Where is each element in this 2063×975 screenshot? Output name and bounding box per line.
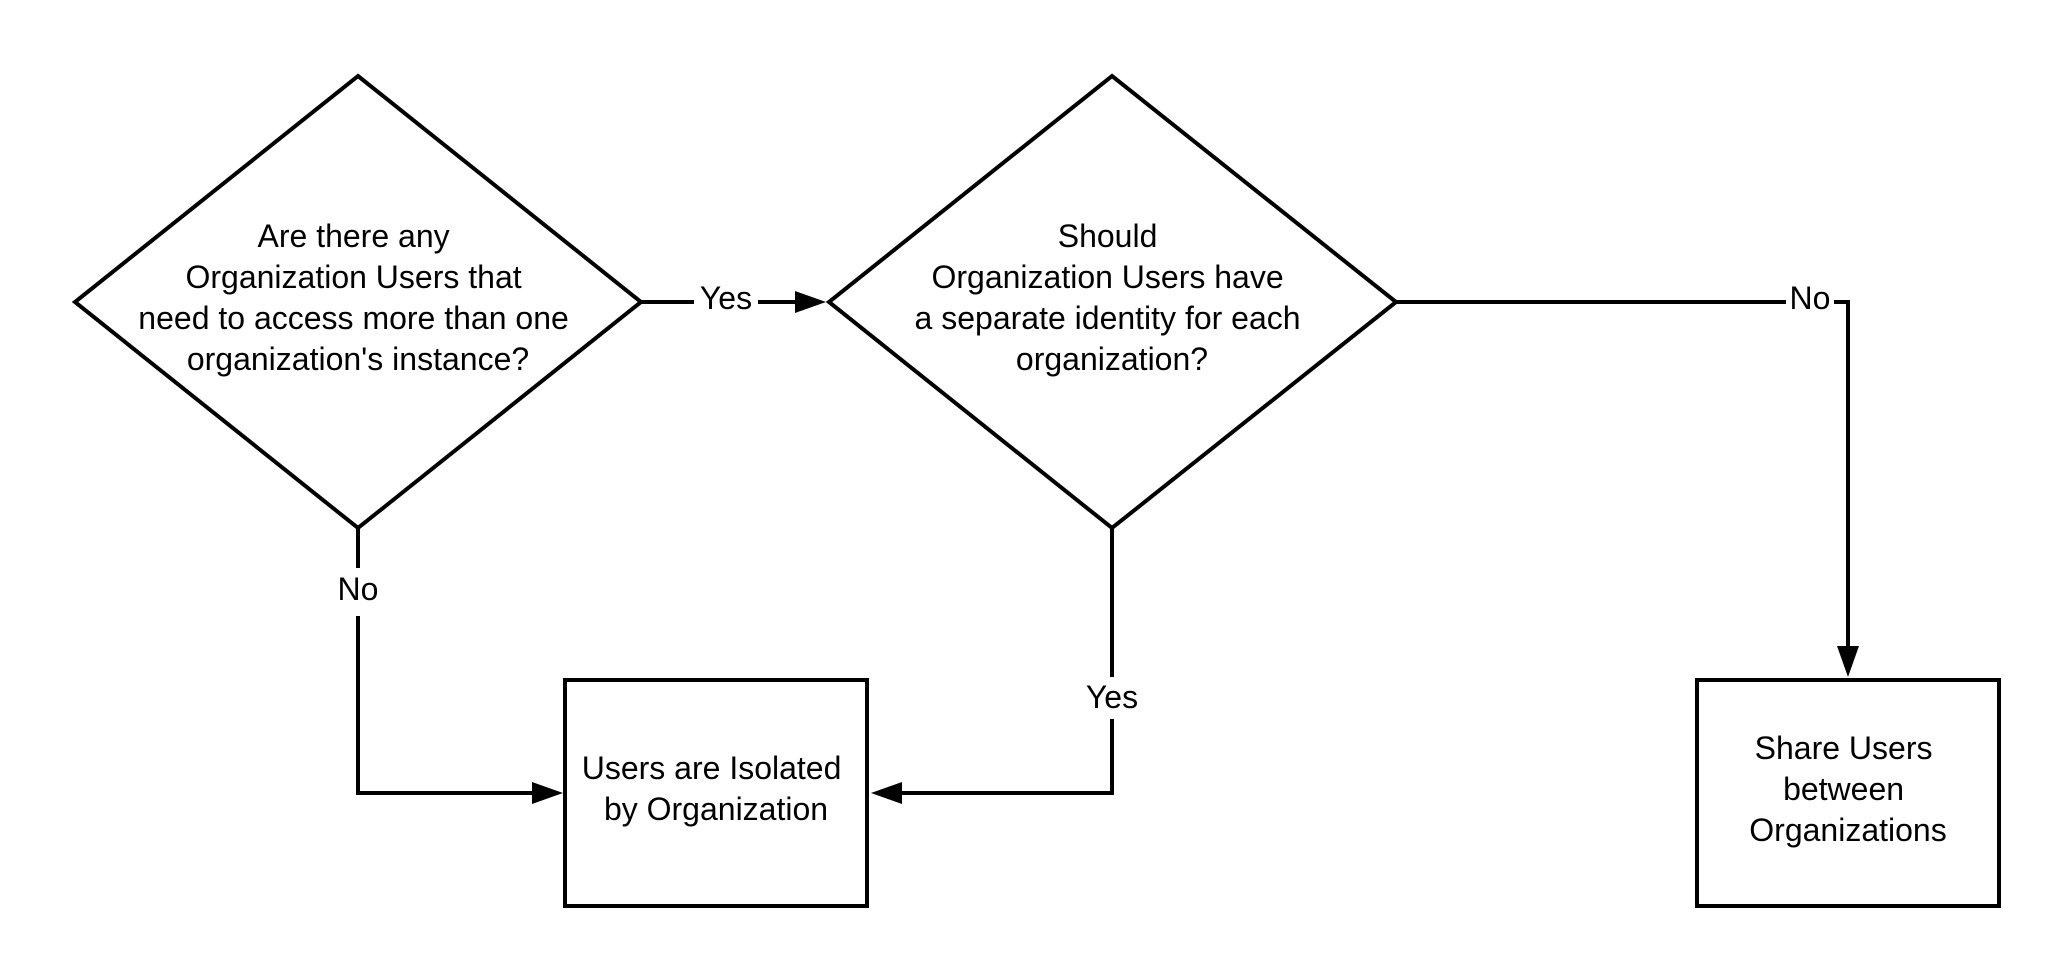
connector-multi-org-no	[356, 528, 535, 795]
outcome-box	[1695, 678, 2001, 908]
decision-line: need to access more than one	[138, 300, 569, 336]
arrowhead-identity-no	[1837, 646, 1859, 677]
arrowhead-multi-org-no	[532, 782, 563, 804]
outcome-text: Share Users between Organizations	[1749, 730, 1946, 848]
decision-line: organization?	[1016, 341, 1208, 377]
decision-text: Should Organization Users have a separat…	[915, 218, 1310, 377]
edge-label-multi-org-yes: Yes	[700, 280, 752, 316]
outcome-share-users: Share Users between Organizations	[1695, 678, 2001, 908]
outcome-box	[563, 678, 869, 908]
connector-identity-yes	[901, 528, 1114, 795]
decision-line: Are there any	[258, 218, 450, 254]
decision-separate-identity: Should Organization Users have a separat…	[825, 73, 1400, 531]
decision-text: Are there any Organization Users that ne…	[138, 218, 577, 377]
decision-diamond	[825, 73, 1400, 531]
decision-line: a separate identity for each	[915, 300, 1301, 336]
decision-line: Organization Users that	[185, 259, 521, 295]
outcome-line: Share Users	[1755, 730, 1933, 766]
outcome-line: by Organization	[604, 791, 828, 827]
decision-multi-org-access: Are there any Organization Users that ne…	[71, 73, 645, 531]
outcome-line: Organizations	[1749, 812, 1946, 848]
arrowhead-identity-yes	[871, 782, 902, 804]
edge-label-identity-yes: Yes	[1086, 679, 1138, 715]
edge-label-identity-no: No	[1790, 280, 1831, 316]
decision-diamond	[71, 73, 645, 531]
decision-line: organization's instance?	[187, 341, 529, 377]
decision-line: Organization Users have	[931, 259, 1283, 295]
decision-line: Should	[1058, 218, 1158, 254]
arrowhead-multi-org-yes	[795, 291, 826, 313]
edge-label-multi-org-no: No	[338, 571, 379, 607]
outcome-users-isolated: Users are Isolated by Organization	[563, 678, 869, 908]
outcome-line: Users are Isolated	[582, 750, 842, 786]
outcome-line: between	[1783, 771, 1904, 807]
outcome-text: Users are Isolated by Organization	[582, 750, 851, 827]
connector-identity-no	[1396, 300, 1850, 649]
